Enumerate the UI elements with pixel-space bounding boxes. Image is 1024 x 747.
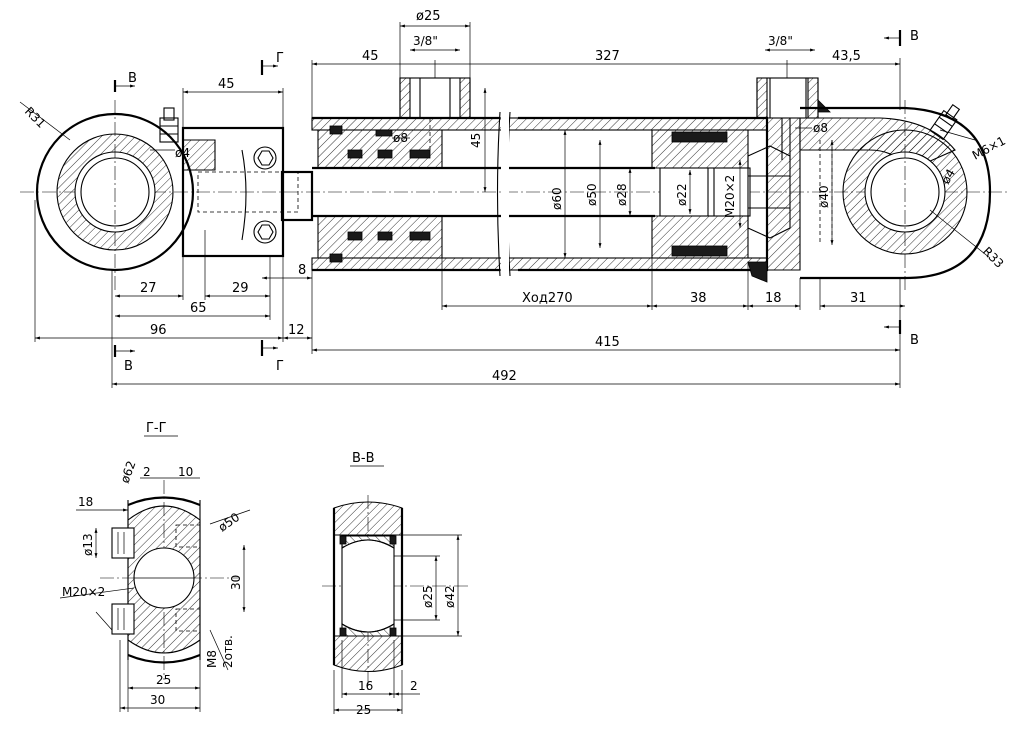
dim-d40: ø40 xyxy=(817,185,831,208)
dim-18: 18 xyxy=(765,291,782,306)
gg-dim-d50: ø50 xyxy=(216,510,243,534)
dim-d8-right: ø8 xyxy=(813,121,828,135)
dim-8: 8 xyxy=(298,263,306,278)
right-eye xyxy=(799,100,992,290)
dim-d50: ø50 xyxy=(585,183,599,206)
vv-dim-25: 25 xyxy=(356,703,371,717)
vv-dim-2: 2 xyxy=(410,679,418,693)
gg-dim-30-vertical: 30 xyxy=(229,575,243,590)
port-left xyxy=(399,77,471,150)
dim-d28: ø28 xyxy=(615,183,629,206)
dim-43-5: 43,5 xyxy=(832,49,861,64)
left-end-body xyxy=(159,107,314,258)
dim-492: 492 xyxy=(492,369,517,384)
gg-dim-18: 18 xyxy=(78,495,93,509)
dim-38: 38 xyxy=(690,291,707,306)
gg-dim-2: 2 xyxy=(143,465,151,479)
section-vv-title: В-В xyxy=(352,451,375,466)
port-right xyxy=(756,77,831,119)
front-gland xyxy=(317,125,443,263)
gg-dim-10: 10 xyxy=(178,465,193,479)
section-mark-v-bottom-right: В xyxy=(910,333,919,348)
vv-dim-d25: ø25 xyxy=(421,585,435,608)
section-mark-v-top-right: В xyxy=(910,29,919,44)
dim-45-vertical: 45 xyxy=(469,133,483,148)
dim-415: 415 xyxy=(595,335,620,350)
dim-m20: M20×2 xyxy=(723,175,737,218)
dim-96: 96 xyxy=(150,323,167,338)
dim-29: 29 xyxy=(232,281,249,296)
section-mark-g-top: Г xyxy=(276,51,284,66)
gg-dim-m8: M8 xyxy=(205,650,219,668)
gg-dim-m20: M20×2 xyxy=(62,585,105,599)
dim-d22: ø22 xyxy=(675,183,689,206)
gg-dim-25: 25 xyxy=(156,673,171,687)
gg-dim-d62: ø62 xyxy=(118,459,139,485)
left-eye xyxy=(35,100,195,290)
vv-dim-d42: ø42 xyxy=(443,585,457,608)
main-view: ø25 3/8" 3/8" 45 327 43,5 45 ø8 ø8 ø4 ø4… xyxy=(19,9,1010,388)
dim-327: 327 xyxy=(595,49,620,64)
section-vv: В-В ø25 ø42 16 2 25 xyxy=(322,451,470,717)
section-mark-v-top-left: В xyxy=(128,71,137,86)
dim-pipe-right: 3/8" xyxy=(768,34,793,48)
dim-d25: ø25 xyxy=(416,9,441,24)
dim-d4-left: ø4 xyxy=(175,146,190,160)
section-gg-title: Г-Г xyxy=(146,421,167,436)
gg-dim-30: 30 xyxy=(150,693,165,707)
gg-dim-d13: ø13 xyxy=(81,533,95,556)
dim-12: 12 xyxy=(288,323,305,338)
vv-dim-16: 16 xyxy=(358,679,373,693)
dim-pipe-left: 3/8" xyxy=(413,34,438,48)
section-mark-g-bottom: Г xyxy=(276,359,284,374)
dim-45-eye: 45 xyxy=(218,77,235,92)
dim-d8-left: ø8 xyxy=(393,131,408,145)
dim-r31: R31 xyxy=(22,104,49,131)
dim-65: 65 xyxy=(190,301,207,316)
dim-d60: ø60 xyxy=(550,187,564,210)
dim-27: 27 xyxy=(140,281,157,296)
dim-d4-right: ø4 xyxy=(938,167,958,187)
rear-cap xyxy=(747,117,801,283)
dim-45-top: 45 xyxy=(362,49,379,64)
section-mark-v-bottom-left: В xyxy=(124,359,133,374)
gg-dim-holes: 2отв. xyxy=(221,635,235,668)
dim-r33: R33 xyxy=(980,244,1007,271)
dimension-lines xyxy=(19,22,991,388)
piston xyxy=(651,129,791,259)
section-gg: Г-Г ø62 2 10 18 xyxy=(59,421,251,712)
dim-stroke: Ход270 xyxy=(522,291,573,306)
dim-31: 31 xyxy=(850,291,867,306)
cylinder-tube xyxy=(311,111,769,277)
